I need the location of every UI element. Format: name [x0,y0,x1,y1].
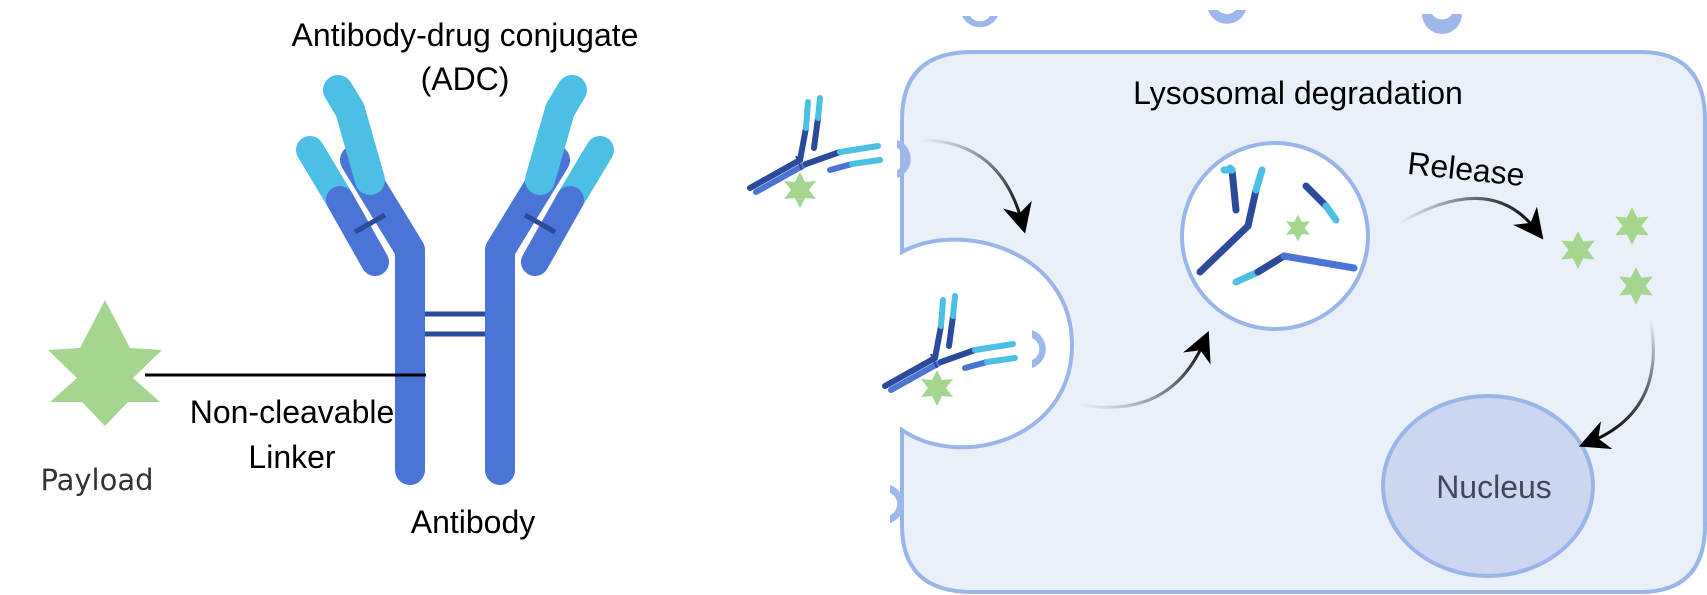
nucleus-label: Nucleus [1436,469,1552,505]
lysosomal-degradation-label: Lysosomal degradation [1133,75,1463,111]
adc-title-line1: Antibody-drug conjugate [292,17,639,53]
payload-star-icon [48,300,162,426]
adc-incoming-icon [750,98,880,208]
receptor-cup-icon [1208,10,1246,24]
curved-arrow-icon [1578,317,1655,450]
receptor-cup-icon [1422,14,1462,34]
adc-endosome-icon [885,296,1015,406]
antibody-structure [296,75,614,485]
receptor-cup-icon [897,140,911,178]
payload-label: Payload [40,463,153,497]
curved-arrow-icon [1397,196,1544,240]
adc-title-line2: (ADC) [421,61,510,97]
receptor-cup-icon [890,485,904,523]
degraded-antibody-fragments [1196,164,1358,286]
nucleus [1381,394,1595,578]
linker-label-line2: Linker [248,439,336,475]
receptor-cup-icon [962,16,998,28]
lysosome [1180,141,1370,331]
curved-arrow-icon [919,138,1032,234]
antibody-label: Antibody [411,504,536,540]
curved-arrow-icon [1079,331,1211,409]
linker-label-line1: Non-cleavable [190,394,395,430]
receptor-cup-icon [1032,330,1046,368]
